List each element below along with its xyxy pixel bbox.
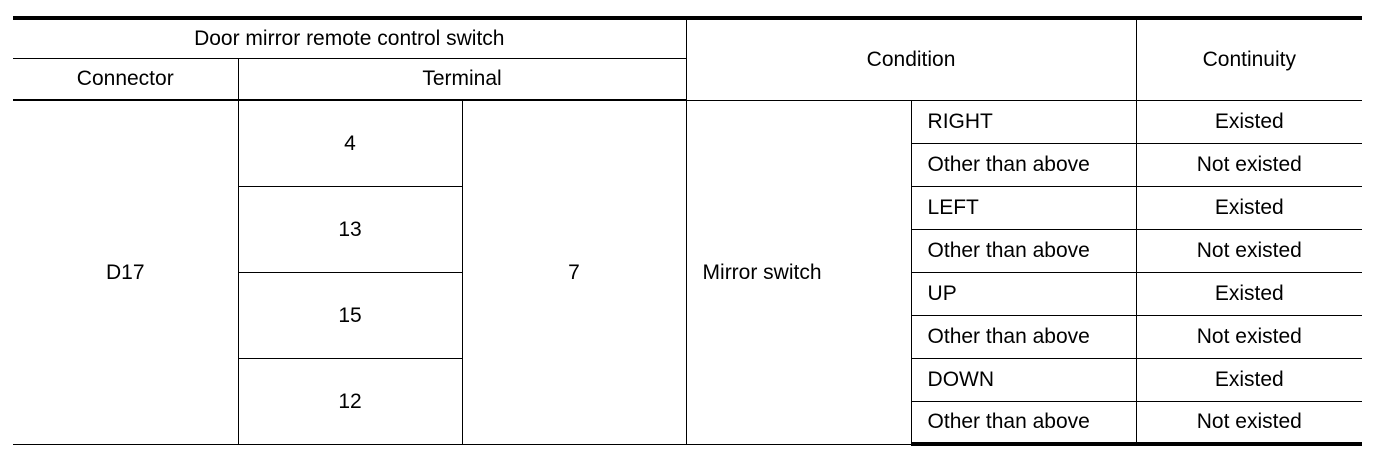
header-row-2: Connector Terminal [13,57,1362,101]
continuity-cell: Existed [1135,99,1363,144]
continuity-cell: Existed [1135,185,1363,230]
table-container: Door mirror remote control switch Condit… [13,16,1363,446]
table-row: D17 4 7 Mirror switch RIGHT Existed [13,99,1363,445]
table-row: Other than above Not existed [13,228,1363,273]
table-row: 15 UP Existed [13,271,1363,359]
table-row: 12 DOWN Existed [13,357,1363,445]
table-row: 13 LEFT Existed [13,185,1363,273]
condition-cell: DOWN [910,357,1137,402]
header-connector: Connector [13,57,239,101]
table-row: Other than above Not existed [13,400,1363,446]
continuity-cell: Not existed [1135,142,1363,187]
header-row-1: Door mirror remote control switch Condit… [13,16,1363,101]
continuity-table: Door mirror remote control switch Condit… [13,16,1363,446]
continuity-cell: Not existed [1135,314,1363,359]
terminal-a-cell: 13 [237,185,463,273]
terminal-a-cell: 12 [237,357,463,445]
header-continuity: Continuity [1135,16,1363,101]
terminal-a-cell: 4 [237,99,463,187]
condition-cell: UP [910,271,1137,316]
condition-cell: Other than above [910,228,1137,273]
header-terminal: Terminal [237,57,687,101]
condition-main-cell: Mirror switch [685,99,912,445]
condition-cell: Other than above [910,314,1137,359]
connector-cell: D17 [13,99,239,445]
condition-cell: Other than above [910,400,1137,446]
condition-cell: RIGHT [910,99,1137,144]
header-condition: Condition [685,16,1137,101]
condition-cell: LEFT [910,185,1137,230]
continuity-cell: Not existed [1135,228,1363,273]
continuity-cell: Not existed [1135,400,1363,446]
condition-cell: Other than above [910,142,1137,187]
continuity-cell: Existed [1135,357,1363,402]
header-door-mirror-switch: Door mirror remote control switch [13,16,687,59]
terminal-a-cell: 15 [237,271,463,359]
continuity-cell: Existed [1135,271,1363,316]
terminal-b-cell: 7 [461,99,687,445]
